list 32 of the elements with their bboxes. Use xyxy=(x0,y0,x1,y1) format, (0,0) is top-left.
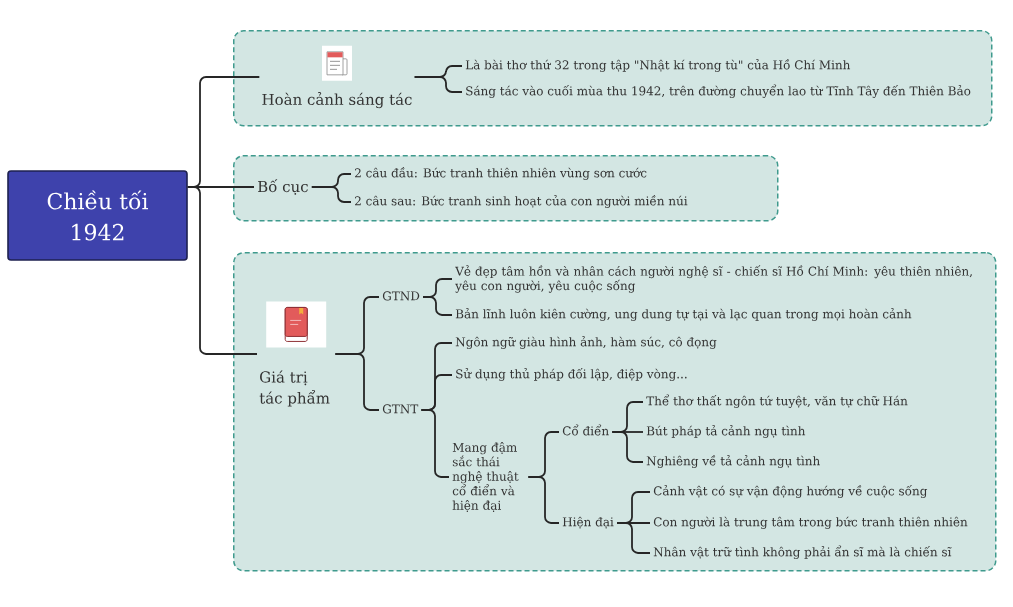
branch-line xyxy=(616,522,651,554)
branch-text: 2 câu đầu: Bức tranh thiên nhiên vùng sơn cước xyxy=(355,167,647,180)
branch-line xyxy=(422,296,453,316)
topic-label: Hoàn cảnh sáng tác xyxy=(262,92,412,109)
branch-line xyxy=(334,353,380,411)
branch-text: Nghiêng về tả cảnh ngụ tình xyxy=(646,455,820,468)
branch-text: Sáng tác vào cuối mùa thu 1942, trên đường chuyển lao từ Tĩnh Tây đến Thiên Bảo xyxy=(466,84,971,98)
branch-label: Hiện đại xyxy=(562,516,614,529)
branch-text: Bản lĩnh luôn kiên cường, ung dung tự tại và lạc quan trong mọi hoàn cảnh xyxy=(455,308,912,321)
branch-text: Con người là trung tâm trong bức tranh thiên nhiên xyxy=(653,516,968,529)
branch-text: Nhân vật trữ tình không phải ẩn sĩ mà là chiến sĩ xyxy=(653,545,952,559)
branch-line xyxy=(611,431,644,463)
title-box: Chiều tối 1942 xyxy=(7,170,188,261)
branch-text: Sử dụng thủ pháp đối lập, điệp vòng... xyxy=(456,368,687,381)
dashed-panel xyxy=(233,30,993,127)
topic-label: Giá trị tác phẩm xyxy=(259,370,330,407)
branch-text: Mang đậm sắc thái nghệ thuật cổ điển và hiện đại xyxy=(452,442,519,512)
branch-text: Cảnh vật có sự vận động hướng về cuộc sống xyxy=(653,485,928,498)
dashed-panel xyxy=(233,252,997,572)
topic-label: Bố cục xyxy=(258,179,308,195)
branch-text: Bút pháp tả cảnh ngụ tình xyxy=(646,425,806,438)
dashed-panel xyxy=(233,155,779,222)
branch-text: Vẻ đẹp tâm hồn và nhân cách người nghệ sĩ - chiến sĩ Hồ Chí Minh: yêu thiên nhiên, yêu con người, yêu cuộc sống xyxy=(455,265,972,293)
branch-text: Là bài thơ thứ 32 trong tập "Nhật kí trong tù" của Hồ Chí Minh xyxy=(465,59,851,72)
branch-label: GTNT xyxy=(382,404,419,414)
branch-line xyxy=(186,186,258,355)
branch-text: Ngôn ngữ giàu hình ảnh, hàm súc, cô đọng xyxy=(455,336,717,349)
branch-label: Cổ điển xyxy=(562,424,609,436)
branch-text: Thể thơ thất ngôn tứ tuyệt, văn tự chữ Hán xyxy=(646,394,908,408)
branch-text: 2 câu sau: Bức tranh sinh hoạt của con người miền núi xyxy=(355,195,688,208)
branch-label: GTND xyxy=(382,291,420,301)
branch-line xyxy=(413,76,463,93)
